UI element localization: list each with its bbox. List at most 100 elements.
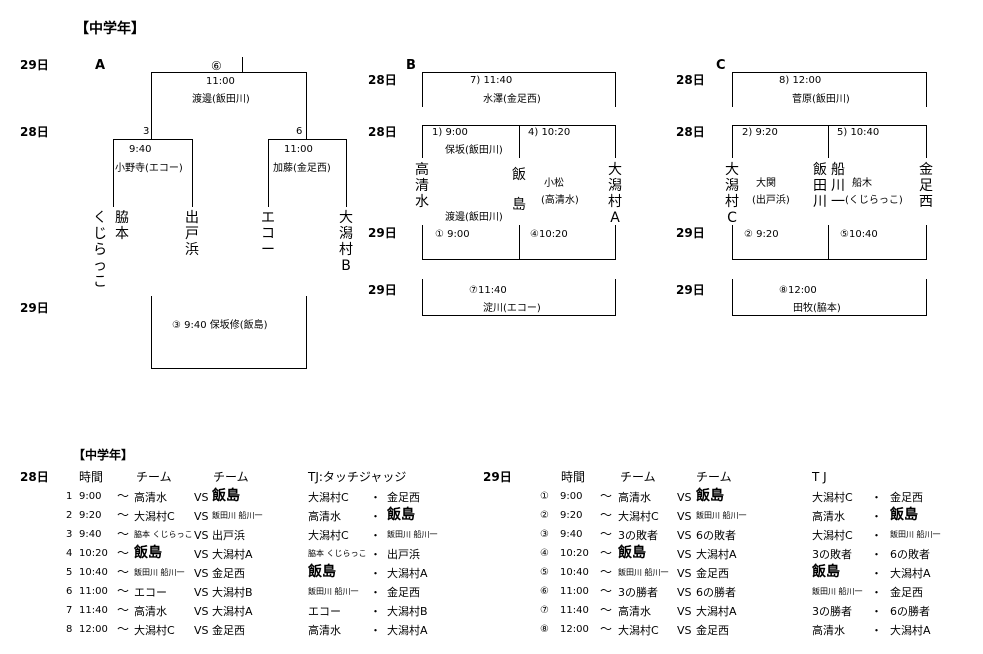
cell-t2: 大潟村B xyxy=(212,585,253,599)
cell-j1: 3の勝者 xyxy=(812,604,852,618)
cell-j2: 6の敗者 xyxy=(890,547,930,561)
cell-t2: 大潟村A xyxy=(696,604,737,618)
cell-t2: 大潟村A xyxy=(696,547,737,561)
cell-t2: 金足西 xyxy=(212,623,245,637)
header-team: チーム xyxy=(136,470,172,484)
cell-j1: 3の敗者 xyxy=(812,547,852,561)
cell-j1: 大潟村C xyxy=(308,490,349,504)
cell-j1: 高清水 xyxy=(812,509,845,523)
cell-j1: 高清水 xyxy=(812,623,845,637)
header-time: 時間 xyxy=(561,470,586,484)
day-label: 29日 xyxy=(483,470,512,484)
judge-name: 田牧(脇本) xyxy=(793,303,841,314)
team-name: 船川一 xyxy=(831,162,845,210)
cell-vs: VS xyxy=(677,585,692,599)
cell-no: ⑤ xyxy=(540,567,549,578)
cell-vs: VS xyxy=(194,528,209,542)
cell-dot: ・ xyxy=(871,566,882,580)
day-label: 29日 xyxy=(368,283,397,297)
judge-name: 大関 xyxy=(756,178,776,189)
match-time: 9:40 xyxy=(129,144,152,155)
cell-dot: ・ xyxy=(370,547,381,561)
cell-j2: 飯田川 船川一 xyxy=(890,530,941,539)
cell-j2: 大潟村A xyxy=(387,566,428,580)
team-name: 飯島 xyxy=(512,167,526,213)
tilde-separator: ～ xyxy=(600,603,613,617)
cell-j2: 金足西 xyxy=(890,585,923,599)
cell-no: ⑦ xyxy=(540,605,549,616)
judge-name: 小松 xyxy=(544,178,564,189)
cell-no: 1 xyxy=(66,491,73,502)
team-name: 大潟村C xyxy=(725,162,739,226)
cell-j1: 大潟村C xyxy=(308,528,349,542)
team-name: くじらっこ xyxy=(93,210,107,290)
match-time: ① 9:00 xyxy=(435,229,470,240)
match-number: ⑥ xyxy=(211,59,222,73)
bracket-label: A xyxy=(95,58,106,73)
cell-t1: 飯島 xyxy=(134,545,162,561)
cell-j1: 飯島 xyxy=(812,564,840,580)
cell-t2: 6の敗者 xyxy=(696,528,736,542)
day-label: 28日 xyxy=(368,73,397,87)
cell-no: 7 xyxy=(66,605,73,616)
cell-dot: ・ xyxy=(370,566,381,580)
bracket-label: B xyxy=(406,58,416,73)
match-time: 4) 10:20 xyxy=(528,127,571,138)
cell-t2: 大潟村A xyxy=(212,547,253,561)
cell-t1: エコー xyxy=(134,585,167,599)
team-name: 大潟村A xyxy=(608,162,622,226)
cell-time: 11:40 xyxy=(560,605,589,616)
judge-name: 加藤(金足西) xyxy=(273,163,331,174)
cell-vs: VS xyxy=(677,490,692,504)
judge-name: 淀川(エコー) xyxy=(483,303,541,314)
day-label: 29日 xyxy=(368,226,397,240)
cell-t1: 高清水 xyxy=(134,490,167,504)
day-label: 28日 xyxy=(20,470,49,484)
cell-dot: ・ xyxy=(370,528,381,542)
tilde-separator: ～ xyxy=(600,508,613,522)
cell-j2: 大潟村B xyxy=(387,604,428,618)
judge-name: 船木 xyxy=(852,178,872,189)
day-label: 28日 xyxy=(676,73,705,87)
header-tj: T J xyxy=(812,470,827,484)
match-time: 11:00 xyxy=(284,144,313,155)
cell-no: 2 xyxy=(66,510,73,521)
cell-j2: 出戸浜 xyxy=(387,547,420,561)
cell-j1: エコー xyxy=(308,604,341,618)
day-label: 28日 xyxy=(20,125,49,139)
cell-time: 9:00 xyxy=(560,491,583,502)
cell-time: 10:40 xyxy=(560,567,589,578)
cell-j2: 金足西 xyxy=(387,490,420,504)
cell-j1: 大潟村C xyxy=(812,528,853,542)
match-info: ③ 9:40 保坂修(飯島) xyxy=(172,320,268,331)
judge-name: 渡邊(飯田川) xyxy=(192,94,250,105)
cell-vs: VS xyxy=(677,509,692,523)
cell-no: ⑥ xyxy=(540,586,549,597)
match-number: 3 xyxy=(143,126,150,137)
match-time: 1) 9:00 xyxy=(432,127,468,138)
tilde-separator: ～ xyxy=(600,622,613,636)
cell-no: 5 xyxy=(66,567,73,578)
team-name: 高清水 xyxy=(415,162,429,210)
cell-dot: ・ xyxy=(370,490,381,504)
day-label: 28日 xyxy=(368,125,397,139)
cell-dot: ・ xyxy=(871,509,882,523)
match-time: ⑧12:00 xyxy=(779,285,817,296)
cell-vs: VS xyxy=(194,547,209,561)
cell-no: 8 xyxy=(66,624,73,635)
cell-j1: 飯島 xyxy=(308,564,336,580)
cell-j1: 高清水 xyxy=(308,509,341,523)
tilde-separator: ～ xyxy=(600,527,613,541)
cell-t1: 高清水 xyxy=(134,604,167,618)
tilde-separator: ～ xyxy=(117,603,130,617)
cell-time: 12:00 xyxy=(560,624,589,635)
cell-vs: VS xyxy=(194,604,209,618)
cell-t1: 大潟村C xyxy=(618,623,659,637)
cell-t1: 飯島 xyxy=(618,545,646,561)
cell-time: 12:00 xyxy=(79,624,108,635)
header-tj: TJ:タッチジャッジ xyxy=(308,470,407,484)
tilde-separator: ～ xyxy=(117,546,130,560)
judge-name: 小野寺(エコー) xyxy=(115,163,183,174)
match-time: ⑤10:40 xyxy=(840,229,878,240)
cell-dot: ・ xyxy=(370,604,381,618)
